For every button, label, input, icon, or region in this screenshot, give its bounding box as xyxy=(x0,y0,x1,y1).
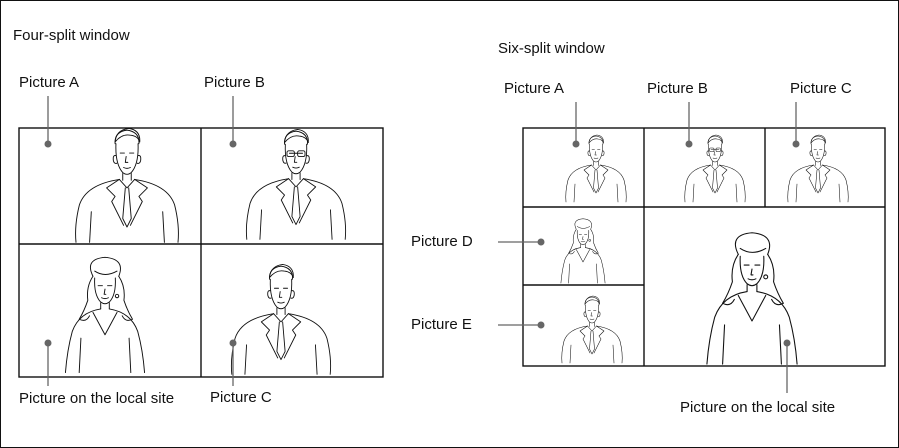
six-split-pane-local-person xyxy=(706,232,798,365)
four-split-label-picture-c: Picture C xyxy=(210,389,272,406)
six-split-label-picture-c: Picture C xyxy=(790,80,852,97)
six-split-label-picture-d: Picture D xyxy=(411,233,473,250)
six-split-label-local-site: Picture on the local site xyxy=(680,399,836,416)
six-split-pane-d-person xyxy=(560,218,606,284)
six-split-pane-e-person xyxy=(561,295,623,364)
four-split-label-picture-a: Picture A xyxy=(19,74,80,91)
four-split-pane-c-person xyxy=(230,264,332,375)
six-split-pane-b-person xyxy=(684,134,746,203)
four-split-pane-local-person xyxy=(64,256,146,374)
six-split-label-picture-a: Picture A xyxy=(504,80,565,97)
six-split-label-picture-e: Picture E xyxy=(411,316,472,333)
four-split-pane-a-person xyxy=(75,127,179,243)
four-split-label-picture-b: Picture B xyxy=(204,74,265,91)
six-split-title: Six-split window xyxy=(498,40,605,57)
four-split-pane-b-person xyxy=(245,129,347,240)
four-split-screen xyxy=(18,96,384,386)
four-split-label-local-site: Picture on the local site xyxy=(19,390,175,407)
six-split-screen xyxy=(498,102,886,393)
six-split-label-picture-b: Picture B xyxy=(647,80,708,97)
four-split-title: Four-split window xyxy=(13,27,130,44)
